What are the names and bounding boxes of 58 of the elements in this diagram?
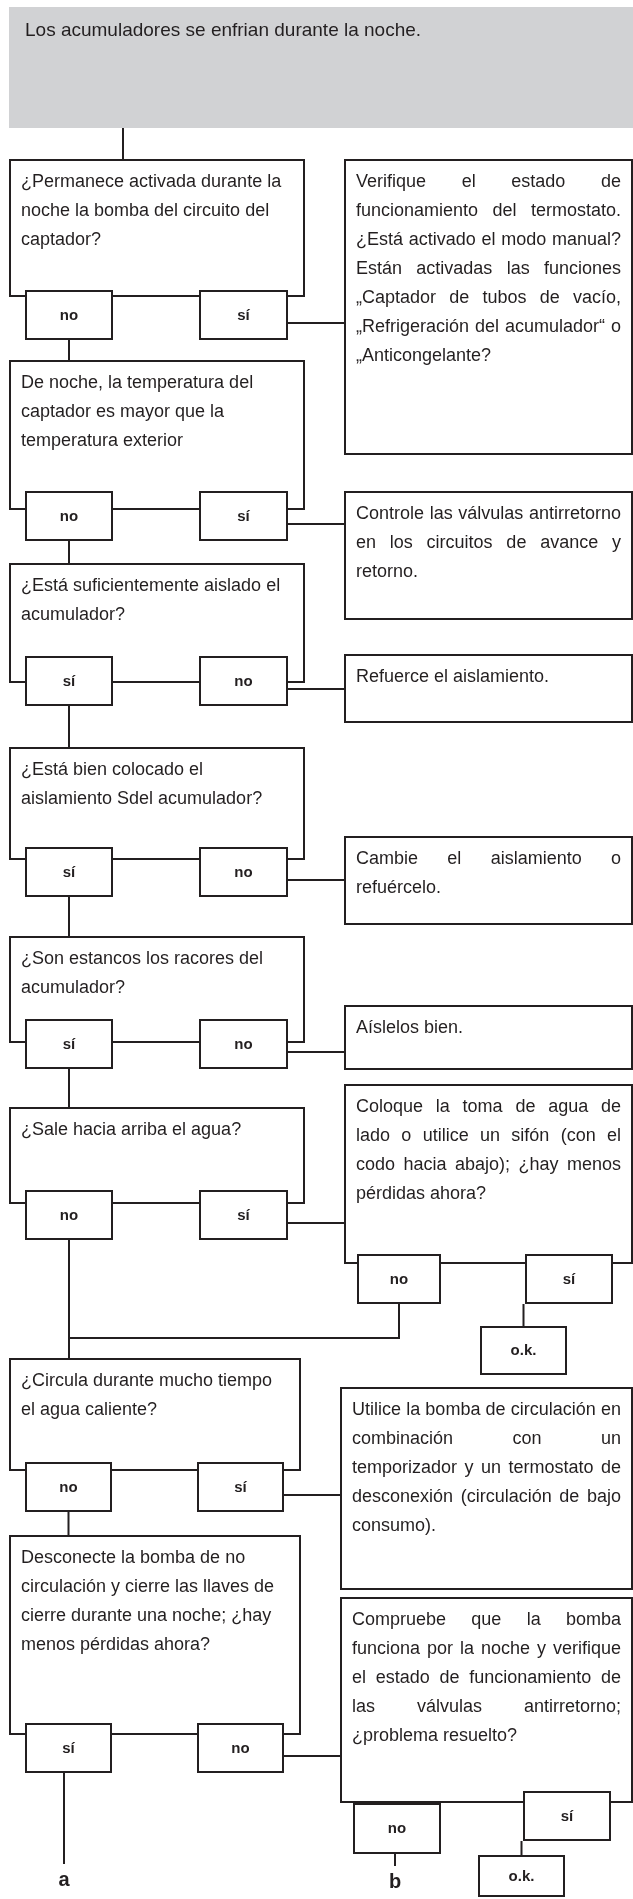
connector-line [394,1853,396,1867]
question-box: De noche, la temperatura del captador es mayor que la temperatura exterior [9,360,305,510]
question-box: ¿Permanece activada durante la noche la bomba del circuito del captador? [9,159,305,297]
connector-line [63,1772,65,1865]
action-box: Coloque la toma de agua de lado o utilice un sifón (con el codo hacia abajo); ¿hay menos pérdidas ahora? [344,1084,633,1264]
connector-line [68,896,70,937]
connector-line [287,1222,345,1224]
problem-banner: Los acumuladores se enfrian durante la noche. [9,7,633,128]
answer-box: o.k. [478,1855,565,1897]
connector-line [283,1755,341,1757]
connector-line [68,705,70,748]
action-box: Controle las válvulas antirretorno en los circuitos de avance y retorno. [344,491,633,620]
answer-box: sí [25,1723,112,1773]
action-box: Compruebe que la bomba funciona por la noche y verifique el estado de funcionamiento de las válvulas antirretorno; ¿problema resuelto? [340,1597,633,1803]
action-box: Verifique el estado de funcionamiento del termostato. ¿Está activado el modo manual? Están activadas las funciones „Captador de tubos de vacío, „Refrigeración del acumulador“ o „Anticongelante? [344,159,633,455]
question-box: Desconecte la bomba de no circulación y cierre las llaves de cierre durante una noche; ¿hay menos pérdidas ahora? [9,1535,301,1735]
connector-label: a [54,1864,74,1894]
action-box: Utilice la bomba de circulación en combinación con un temporizador y un termostato de desconexión (circulación de bajo consumo). [340,1387,633,1590]
answer-box: no [199,1019,288,1069]
answer-box: no [25,491,113,541]
answer-box: sí [25,1019,113,1069]
connector-line [520,1840,523,1856]
answer-box: o.k. [480,1326,567,1375]
connector-line [522,1303,525,1327]
answer-box: no [25,1462,112,1512]
answer-box: sí [199,1190,288,1240]
answer-box: no [199,656,288,706]
answer-box: sí [25,847,113,897]
answer-box: no [357,1254,441,1304]
connector-line [283,1494,341,1496]
action-box: Aíslelos bien. [344,1005,633,1070]
answer-box: no [25,290,113,340]
question-box: ¿Sale hacia arriba el agua? [9,1107,305,1204]
connector-line [287,523,345,525]
answer-box: sí [199,290,288,340]
question-box: ¿Circula durante mucho tiempo el agua caliente? [9,1358,301,1471]
connector-line [287,322,345,324]
answer-box: sí [25,656,113,706]
answer-box: sí [197,1462,284,1512]
connector-line [68,1068,70,1108]
action-box: Cambie el aislamiento o refuércelo. [344,836,633,925]
answer-box: no [197,1723,284,1773]
answer-box: sí [199,491,288,541]
action-box: Refuerce el aislamiento. [344,654,633,723]
connector-line [287,879,345,881]
connector-line [287,1051,345,1053]
connector-line [68,540,70,564]
answer-box: sí [523,1791,611,1841]
connector-line [67,1511,70,1536]
answer-box: no [353,1803,441,1854]
connector-line [122,127,124,160]
answer-box: sí [525,1254,613,1304]
connector-line [287,688,345,690]
connector-label: b [385,1866,405,1896]
connector-line [68,339,70,361]
answer-box: no [25,1190,113,1240]
question-box: ¿Está bien colocado el aislamiento Sdel acumulador? [9,747,305,860]
answer-box: no [199,847,288,897]
